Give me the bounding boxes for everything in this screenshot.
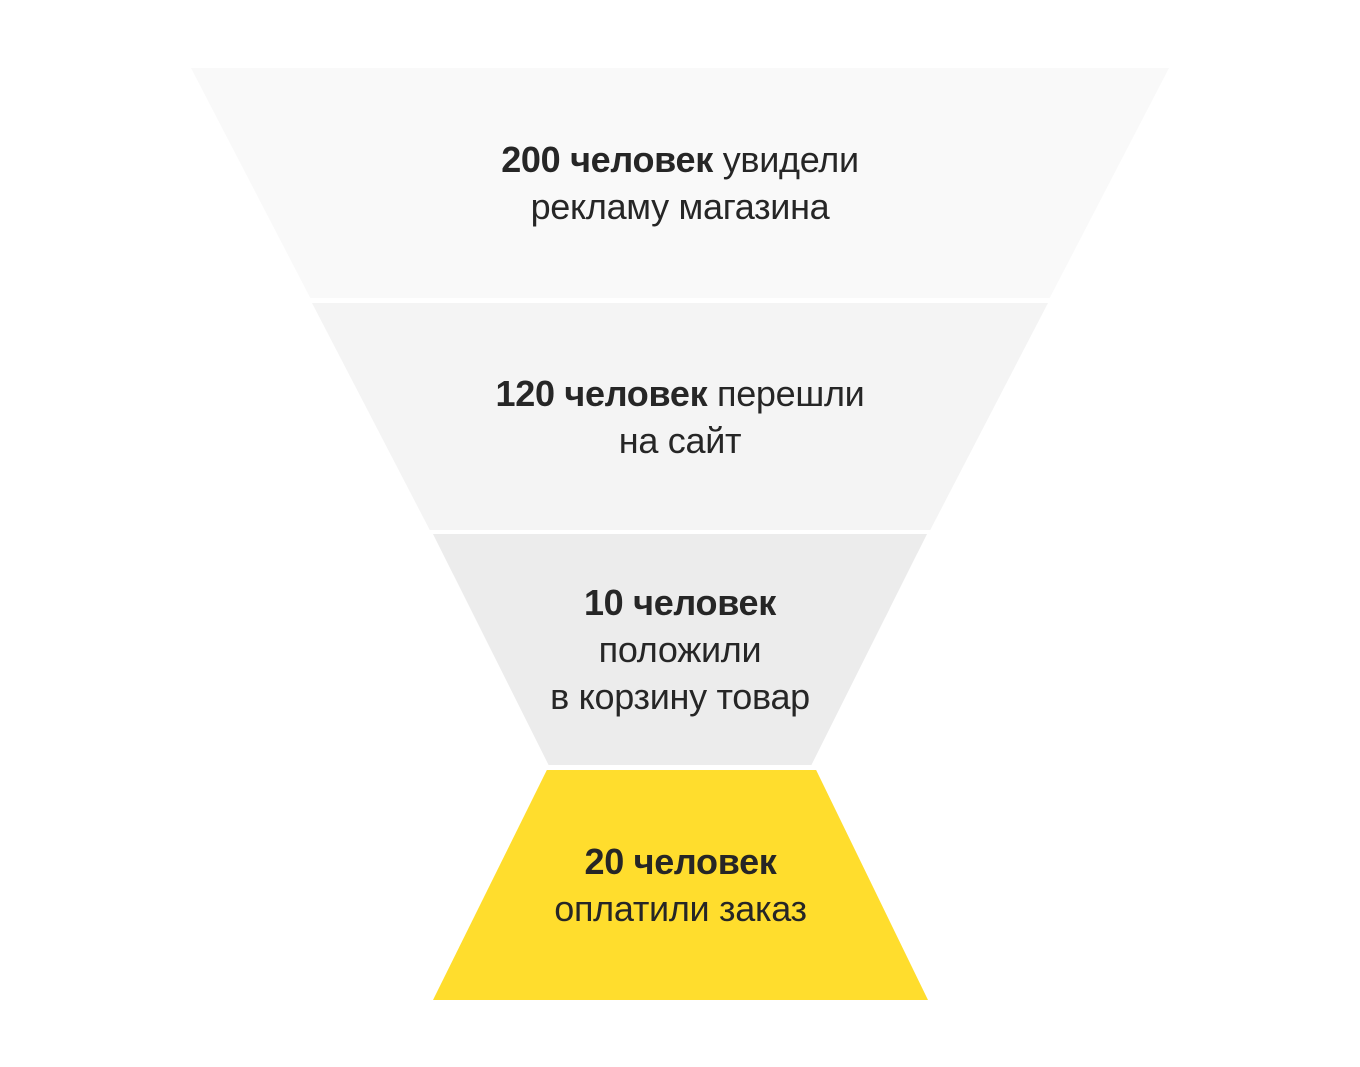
stage-ad-impressions-text: увидели bbox=[722, 139, 859, 180]
stage-site-visits-count: 120 человек bbox=[495, 372, 708, 414]
stage-paid-orders-line-2: оплатили заказ bbox=[554, 888, 807, 929]
stage-added-to-cart-line-2: положили bbox=[598, 629, 762, 670]
funnel-stage-added-to-cart: 10 человек положили в корзину товар bbox=[433, 534, 927, 765]
stage-added-to-cart-label: 10 человек положили в корзину товар bbox=[550, 579, 810, 720]
stage-ad-impressions-count: 200 человек bbox=[501, 139, 713, 180]
stage-site-visits-line-2: на сайт bbox=[618, 419, 742, 461]
stage-paid-orders-label: 20 человек оплатили заказ bbox=[554, 838, 807, 932]
stage-added-to-cart-count: 10 человек bbox=[583, 582, 777, 623]
stage-paid-orders-count: 20 человек bbox=[584, 841, 777, 882]
funnel-stage-paid-orders: 20 человек оплатили заказ bbox=[433, 770, 928, 1000]
stage-site-visits-text: перешли bbox=[717, 372, 865, 414]
stage-ad-impressions-line-2: рекламу магазина bbox=[530, 186, 830, 227]
stage-added-to-cart-line-3: в корзину товар bbox=[550, 676, 810, 717]
